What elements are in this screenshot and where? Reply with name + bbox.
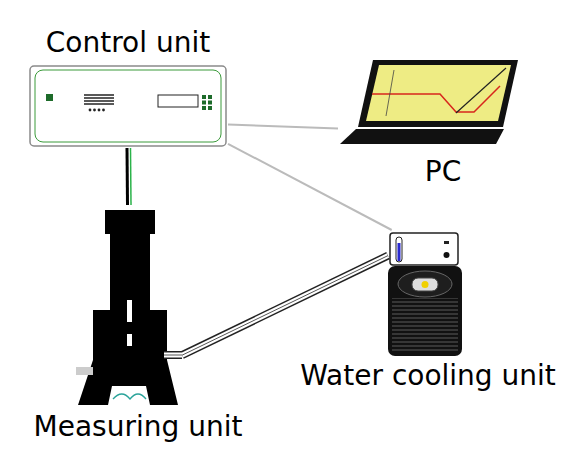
measuring-unit-illustration bbox=[76, 210, 182, 405]
device-label: Measuring unit bbox=[34, 412, 243, 443]
laptop-illustration bbox=[340, 60, 518, 144]
connector-stroke bbox=[130, 148, 132, 205]
connector-stroke bbox=[228, 124, 338, 128]
device-label: Control unit bbox=[46, 28, 210, 59]
device-node: Control unit bbox=[28, 64, 228, 148]
connector bbox=[127, 148, 131, 205]
connector-stroke bbox=[182, 256, 388, 356]
connector bbox=[228, 124, 338, 128]
control-unit-box bbox=[30, 66, 226, 146]
device-label: Water cooling unit bbox=[300, 361, 556, 392]
water-cooler-illustration bbox=[388, 233, 462, 356]
connector-stroke bbox=[182, 256, 388, 356]
connector-stroke bbox=[228, 144, 392, 230]
connector bbox=[228, 144, 392, 230]
device-node: Measuring unit bbox=[75, 205, 182, 408]
connector-stroke bbox=[182, 256, 388, 356]
connector-stroke bbox=[126, 148, 130, 205]
device-node: PC bbox=[338, 58, 520, 146]
device-label: PC bbox=[425, 157, 461, 188]
connector bbox=[182, 256, 388, 356]
device-node: Water cooling unit bbox=[388, 230, 462, 358]
